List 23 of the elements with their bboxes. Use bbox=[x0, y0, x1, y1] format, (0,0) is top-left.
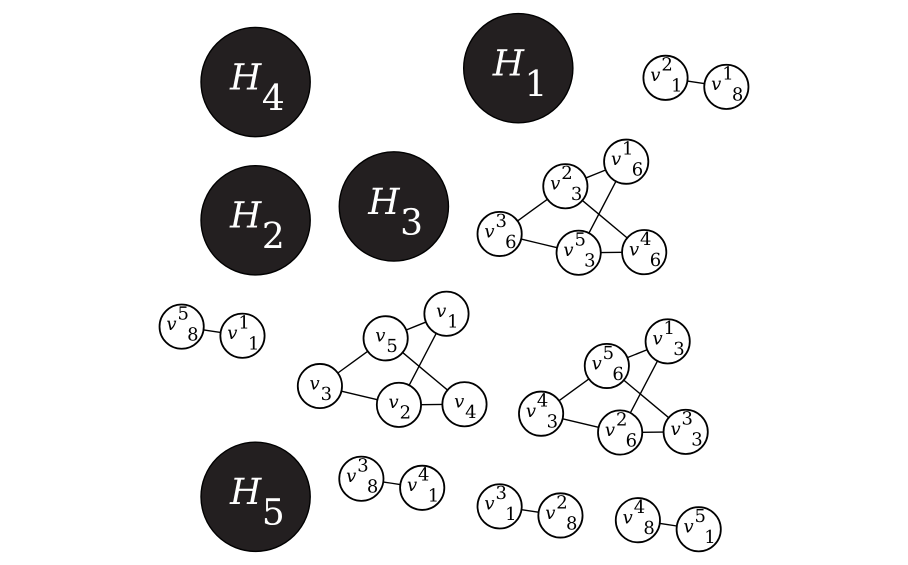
connector bbox=[408, 333, 437, 386]
connector bbox=[517, 198, 548, 222]
connector bbox=[623, 380, 670, 418]
connector bbox=[402, 352, 448, 390]
connector bbox=[383, 481, 400, 486]
connector bbox=[630, 360, 658, 414]
connector bbox=[521, 238, 558, 248]
connector bbox=[687, 80, 704, 84]
connector bbox=[406, 321, 426, 331]
connector bbox=[558, 378, 590, 402]
connector bbox=[341, 390, 378, 400]
connector bbox=[627, 349, 648, 358]
connector bbox=[642, 431, 664, 433]
connector bbox=[421, 404, 442, 406]
connector bbox=[562, 418, 599, 428]
connector bbox=[660, 522, 677, 527]
connector bbox=[586, 169, 606, 179]
connector bbox=[204, 329, 221, 334]
connector bbox=[337, 350, 368, 374]
connector bbox=[600, 252, 622, 254]
connector bbox=[582, 200, 628, 238]
connector bbox=[521, 508, 538, 513]
connector bbox=[588, 181, 616, 234]
